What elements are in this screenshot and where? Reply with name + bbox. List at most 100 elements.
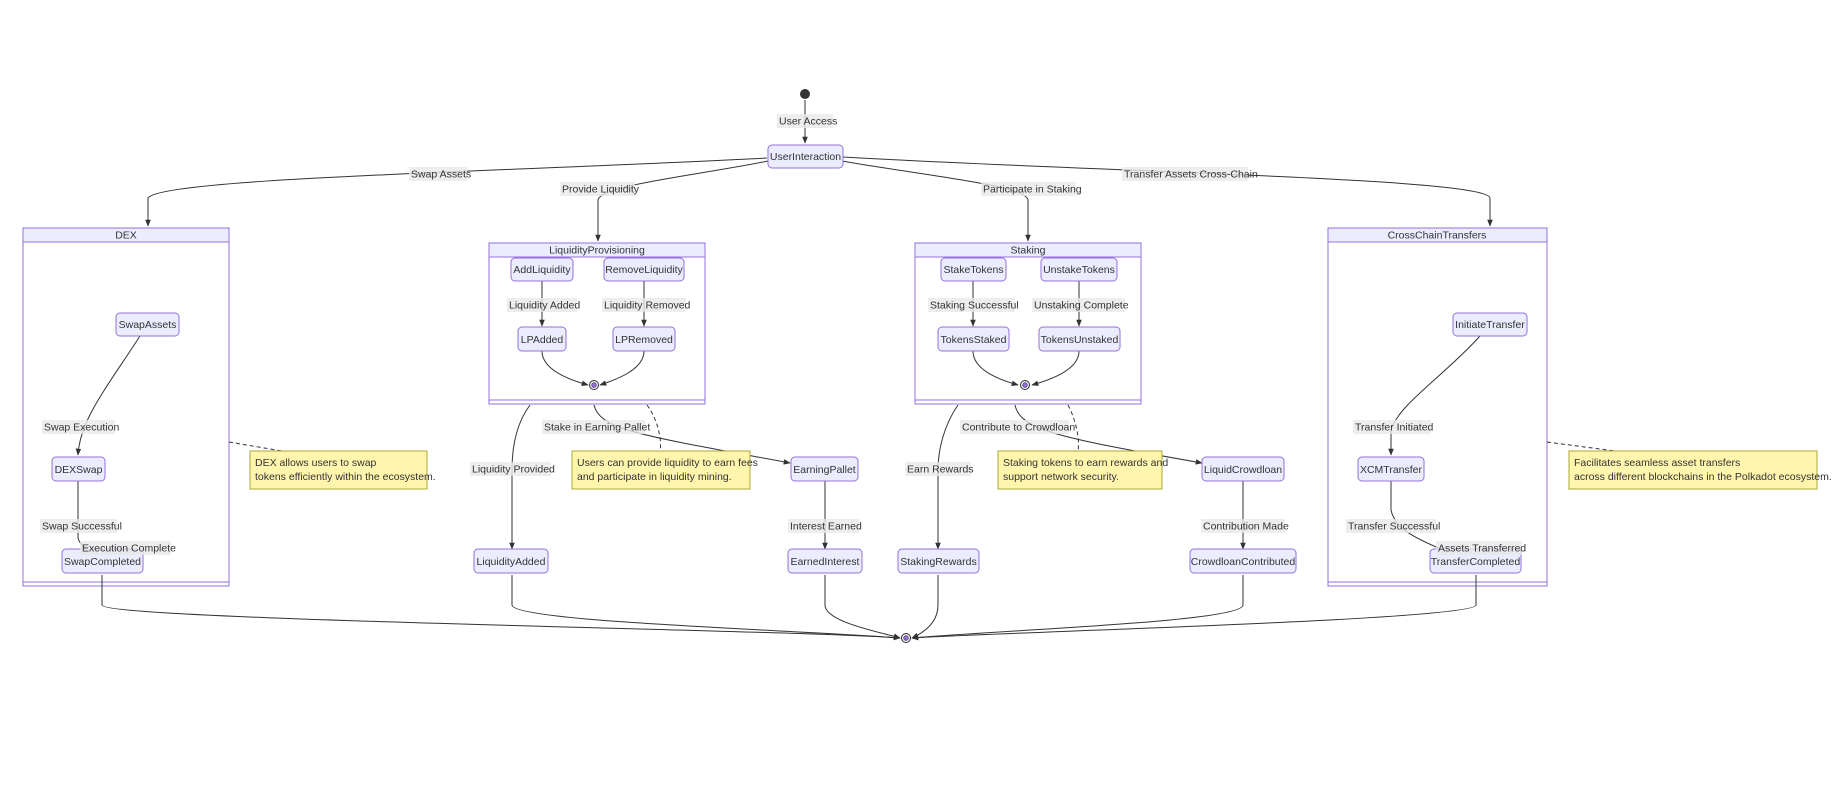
label-stake-earning: Stake in Earning Pallet: [544, 422, 650, 434]
svg-text:UserInteraction: UserInteraction: [770, 151, 841, 163]
note-link-staking: [1067, 404, 1079, 452]
note-link-cross-chain: [1546, 441, 1616, 452]
edge-earnedinterest-to-end: [824, 575, 901, 639]
svg-text:UnstakeTokens: UnstakeTokens: [1043, 264, 1115, 276]
edge-staking-to-stakingrewards: [935, 404, 959, 550]
label-provide-liquidity: Provide Liquidity: [562, 184, 640, 196]
note-cross-chain-line-2: across different blockchains in the Polk…: [1574, 471, 1832, 483]
label-contribute-crowdloan: Contribute to Crowdloan: [962, 422, 1075, 434]
note-dex-line-1: DEX allows users to swap: [255, 457, 377, 469]
liquidity-end-node: [589, 380, 599, 390]
svg-text:TokensStaked: TokensStaked: [941, 334, 1007, 346]
state-lp-added: LPAdded: [517, 326, 567, 352]
label-contribution-made: Contribution Made: [1203, 521, 1289, 533]
edge-liquidity-to-liquidityadded: [509, 404, 531, 550]
edge-transfercompleted-to-end: [911, 575, 1477, 641]
state-tokens-staked: TokensStaked: [937, 326, 1010, 352]
label-swap-successful: Swap Successful: [42, 521, 122, 533]
svg-text:StakingRewards: StakingRewards: [900, 556, 976, 568]
note-link-dex: [228, 441, 283, 452]
edge-swapcompleted-to-end: [101, 575, 901, 641]
state-liquid-crowdloan: LiquidCrowdloan: [1201, 456, 1285, 482]
svg-text:TokensUnstaked: TokensUnstaked: [1041, 334, 1119, 346]
note-staking-line-1: Staking tokens to earn rewards and: [1003, 457, 1168, 469]
final-end-node: [901, 633, 911, 643]
state-add-liquidity: AddLiquidity: [510, 257, 574, 282]
svg-text:TransferCompleted: TransferCompleted: [1431, 556, 1521, 568]
label-earn-rewards: Earn Rewards: [907, 464, 974, 476]
note-staking-line-2: support network security.: [1003, 471, 1119, 483]
transition-labels: User Access Swap Assets Provide Liquidit…: [40, 114, 1526, 555]
svg-text:LPRemoved: LPRemoved: [615, 334, 673, 346]
svg-text:LiquidCrowdloan: LiquidCrowdloan: [1204, 464, 1282, 476]
edge-crowdloan-to-end: [911, 575, 1244, 641]
svg-text:StakeTokens: StakeTokens: [943, 264, 1003, 276]
svg-text:XCMTransfer: XCMTransfer: [1360, 464, 1423, 476]
svg-text:DEXSwap: DEXSwap: [55, 464, 103, 476]
edge-swapassets-to-dexswap: [75, 335, 141, 456]
state-stake-tokens: StakeTokens: [940, 257, 1007, 282]
state-earning-pallet: EarningPallet: [790, 456, 859, 482]
note-cross-chain-line-1: Facilitates seamless asset transfers: [1574, 457, 1740, 469]
state-crowdloan-contributed: CrowdloanContributed: [1189, 548, 1297, 574]
label-staking-successful: Staking Successful: [930, 300, 1019, 312]
composite-cross-chain-title: CrossChainTransfers: [1388, 230, 1487, 242]
label-transfer-initiated: Transfer Initiated: [1355, 422, 1434, 434]
svg-text:CrowdloanContributed: CrowdloanContributed: [1191, 556, 1296, 568]
svg-text:LPAdded: LPAdded: [521, 334, 564, 346]
state-user-interaction: UserInteraction: [767, 144, 844, 169]
label-execution-complete: Execution Complete: [82, 543, 176, 555]
label-unstaking-complete: Unstaking Complete: [1034, 300, 1129, 312]
label-assets-transferred: Assets Transferred: [1438, 543, 1526, 555]
state-earned-interest: EarnedInterest: [787, 548, 863, 574]
label-liquidity-removed: Liquidity Removed: [604, 300, 691, 312]
composite-liquidity-title: LiquidityProvisioning: [549, 245, 645, 257]
svg-text:EarningPallet: EarningPallet: [793, 464, 856, 476]
label-transfer-successful: Transfer Successful: [1348, 521, 1440, 533]
svg-text:EarnedInterest: EarnedInterest: [791, 556, 860, 568]
start-node: [800, 89, 810, 99]
note-liquidity: Users can provide liquidity to earn fees…: [571, 450, 758, 490]
state-initiate-transfer: InitiateTransfer: [1452, 312, 1528, 337]
note-link-liquidity: [646, 404, 661, 452]
label-liquidity-provided: Liquidity Provided: [472, 464, 555, 476]
composite-staking-title: Staking: [1010, 245, 1045, 257]
composite-dex-title: DEX: [115, 230, 137, 242]
state-remove-liquidity: RemoveLiquidity: [603, 257, 685, 282]
svg-text:LiquidityAdded: LiquidityAdded: [477, 556, 546, 568]
edge-user-to-dex: [145, 157, 768, 227]
label-transfer-cross-chain: Transfer Assets Cross-Chain: [1124, 169, 1258, 181]
edge-user-to-liquidity: [595, 160, 769, 242]
edge-stakingrewards-to-end: [911, 575, 939, 639]
note-liquidity-line-1: Users can provide liquidity to earn fees: [577, 457, 758, 469]
note-dex: DEX allows users to swap tokens efficien…: [249, 450, 436, 490]
edge-liquidityadded-to-end: [511, 575, 901, 641]
svg-text:SwapAssets: SwapAssets: [119, 319, 177, 331]
state-xcm-transfer: XCMTransfer: [1357, 456, 1425, 482]
edge-lpadded-to-end: [541, 350, 589, 387]
svg-text:AddLiquidity: AddLiquidity: [513, 264, 571, 276]
state-lp-removed: LPRemoved: [612, 326, 676, 352]
edge-tokensunstaked-to-end: [1031, 350, 1080, 387]
label-participate-staking: Participate in Staking: [983, 184, 1082, 196]
edge-user-to-staking: [841, 160, 1031, 242]
svg-text:InitiateTransfer: InitiateTransfer: [1455, 319, 1525, 331]
state-dex-swap: DEXSwap: [51, 456, 106, 482]
note-liquidity-line-2: and participate in liquidity mining.: [577, 471, 732, 483]
edge-user-to-cross-chain: [842, 156, 1493, 227]
label-user-access: User Access: [779, 116, 837, 128]
label-interest-earned: Interest Earned: [790, 521, 862, 533]
label-swap-assets: Swap Assets: [411, 169, 471, 181]
state-swap-assets: SwapAssets: [115, 312, 180, 337]
edge-tokensstaked-to-end: [972, 350, 1019, 387]
state-tokens-unstaked: TokensUnstaked: [1038, 326, 1121, 352]
svg-text:RemoveLiquidity: RemoveLiquidity: [605, 264, 683, 276]
state-unstake-tokens: UnstakeTokens: [1040, 257, 1118, 282]
state-staking-rewards: StakingRewards: [897, 548, 980, 574]
note-cross-chain: Facilitates seamless asset transfers acr…: [1568, 450, 1832, 490]
staking-end-node: [1020, 380, 1030, 390]
svg-text:SwapCompleted: SwapCompleted: [64, 556, 141, 568]
label-swap-execution: Swap Execution: [44, 422, 119, 434]
state-liquidity-added: LiquidityAdded: [473, 548, 549, 574]
